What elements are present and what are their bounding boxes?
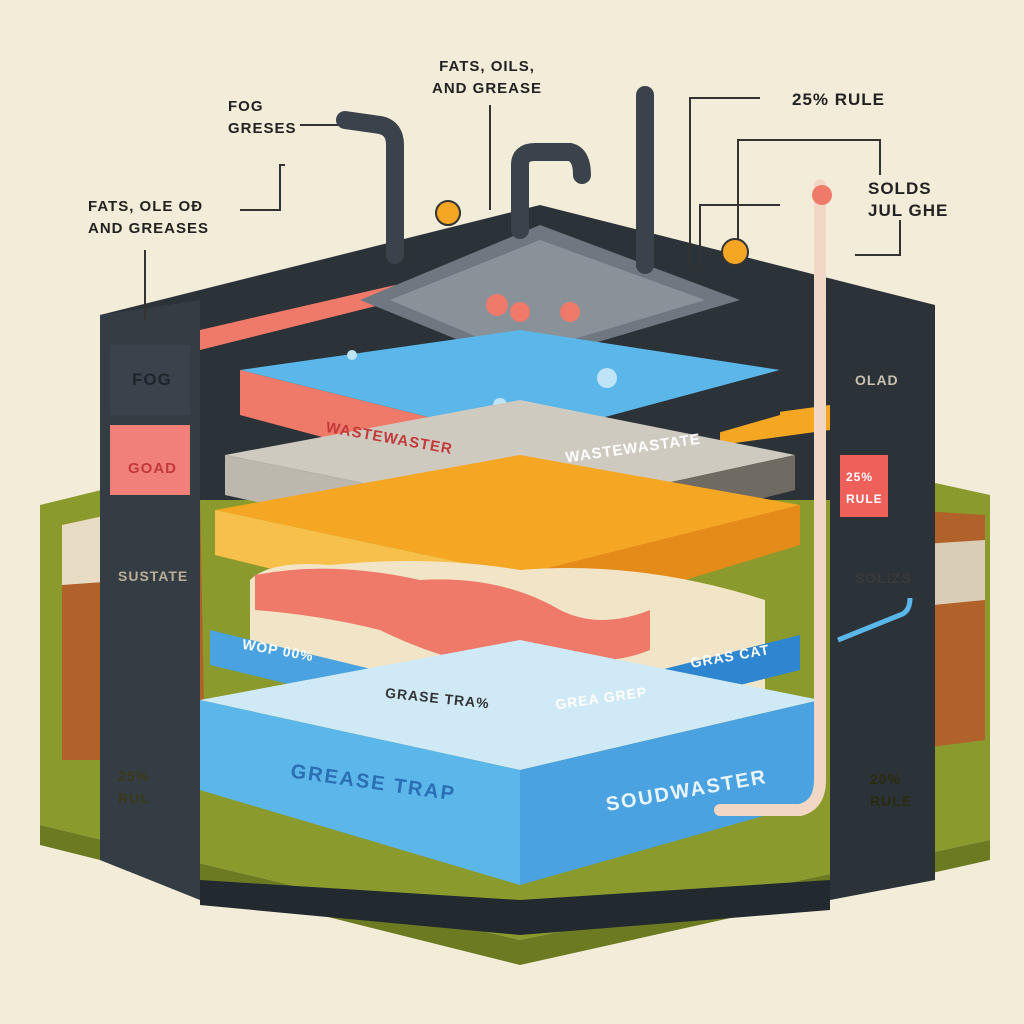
panel-right-rule bbox=[840, 455, 888, 517]
orange-band-right bbox=[720, 405, 830, 445]
sludge-layer-top bbox=[215, 455, 800, 575]
wastewater-surface bbox=[240, 330, 780, 440]
side-label-solids: SOLIZS bbox=[855, 570, 912, 586]
panel-goad bbox=[110, 425, 190, 495]
callout-fats-oils-top-line1: FATS, OILS, bbox=[439, 58, 535, 75]
callout-solids: SOLDS JUL GHE bbox=[868, 178, 948, 222]
callout-fats-oils-top: FATS, OILS, AND GREASE bbox=[432, 56, 542, 100]
callout-fats-left: FATS, OLE OÐ AND GREASES bbox=[88, 196, 209, 240]
red-band-left bbox=[200, 285, 400, 350]
tank-lid-inner bbox=[390, 240, 705, 355]
side-label-right-pct-line1: 20% bbox=[870, 771, 902, 787]
outlet-pipe-cap bbox=[812, 185, 832, 205]
callout-fog-greases: FOG GRESES bbox=[228, 96, 297, 140]
side-label-fog: FOG bbox=[132, 370, 172, 389]
indicator-bulb bbox=[435, 200, 461, 226]
side-label-right-rule-line2: RULE bbox=[846, 492, 883, 506]
side-label-olad: OLAD bbox=[855, 372, 899, 388]
outlet-pipe bbox=[714, 179, 826, 816]
callout-fog-greases-line1: FOG bbox=[228, 98, 264, 115]
side-label-right-pct-line2: RULE bbox=[870, 793, 913, 809]
side-label-goad: GOAD bbox=[128, 460, 177, 477]
grease-trap-top bbox=[200, 640, 820, 770]
callout-line bbox=[699, 204, 780, 265]
inlet-pipe-2 bbox=[511, 143, 591, 239]
indicator-bulb bbox=[721, 238, 749, 266]
side-label-left-pct: 25% RUL bbox=[118, 765, 150, 809]
callout-solids-line2: JUL GHE bbox=[868, 201, 949, 220]
side-label-right-pct: 20% RULE bbox=[870, 768, 912, 812]
callout-fats-oils-top-line2: AND GREASE bbox=[432, 80, 543, 97]
side-label-left-pct-line1: 25% bbox=[118, 768, 150, 784]
grease-cake-red bbox=[255, 568, 650, 660]
drain-pipe bbox=[837, 597, 913, 643]
grease-bubble bbox=[486, 294, 508, 316]
grease-trap-front bbox=[200, 700, 520, 885]
bubble bbox=[347, 350, 357, 360]
callout-line bbox=[737, 139, 881, 240]
bubble bbox=[597, 368, 617, 388]
callout-line bbox=[855, 220, 901, 256]
grease-bubble bbox=[510, 302, 530, 322]
callout-line bbox=[689, 97, 760, 265]
callout-fats-left-line2: AND GREASES bbox=[88, 220, 210, 237]
inlet-pipe-1 bbox=[336, 111, 404, 264]
callout-fog-greases-line2: GRESES bbox=[228, 120, 297, 137]
callout-solids-line1: SOLDS bbox=[868, 179, 932, 198]
callout-25-rule: 25% RULE bbox=[792, 90, 886, 109]
tank-right-wall bbox=[830, 305, 935, 900]
panel-fog bbox=[110, 345, 190, 415]
grease-trap-side bbox=[520, 700, 820, 885]
side-label-right-rule: 25% RULE bbox=[846, 466, 883, 510]
grease-bubble bbox=[560, 302, 580, 322]
tank-bottom bbox=[200, 880, 830, 935]
side-label-substate: SUSTATE bbox=[118, 568, 189, 584]
side-label-right-rule-line1: 25% bbox=[846, 470, 874, 484]
callout-fats-left-line1: FATS, OLE OÐ bbox=[88, 198, 204, 215]
callout-line bbox=[240, 164, 285, 211]
side-label-left-pct-line2: RUL bbox=[118, 790, 150, 806]
